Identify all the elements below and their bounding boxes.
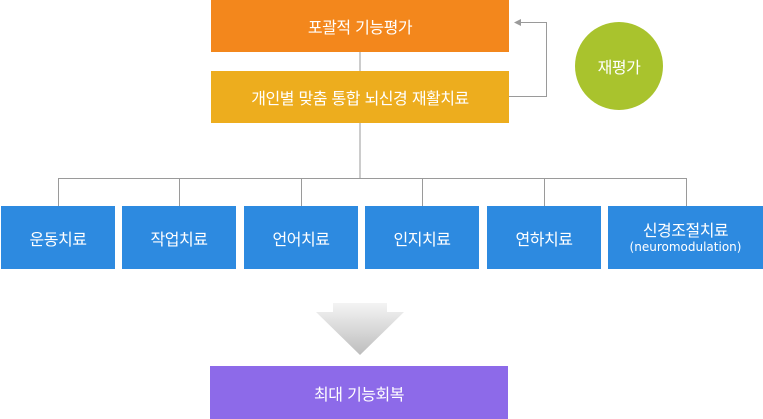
result-label: 최대 기능회복: [314, 384, 404, 404]
down-arrow-icon: [316, 303, 404, 355]
therapy-label: 작업치료: [150, 229, 208, 249]
therapy-box-motor: 운동치료: [1, 206, 115, 269]
treatment-box: 개인별 맞춤 통합 뇌신경 재활치료: [211, 71, 509, 123]
therapy-label-group: 신경조절치료 (neuromodulation): [630, 221, 742, 254]
therapy-sublabel: (neuromodulation): [629, 240, 742, 254]
therapy-box-dysphagia: 연하치료: [487, 206, 601, 269]
feedback-arrowhead: [514, 19, 521, 26]
therapy-box-speech: 언어치료: [244, 206, 358, 269]
reevaluation-circle: 재평가: [575, 22, 663, 110]
assessment-label: 포괄적 기능평가: [307, 18, 413, 37]
therapy-label: 인지치료: [393, 229, 451, 249]
therapy-box-neuromodulation: 신경조절치료 (neuromodulation): [608, 206, 763, 269]
reevaluation-label: 재평가: [597, 58, 641, 77]
assessment-box: 포괄적 기능평가: [211, 0, 509, 52]
therapy-label: 운동치료: [29, 229, 87, 249]
therapy-label: 언어치료: [272, 229, 330, 249]
therapy-label: 신경조절치료: [642, 221, 729, 240]
therapy-box-cognitive: 인지치료: [365, 206, 479, 269]
result-box: 최대 기능회복: [210, 366, 508, 419]
treatment-label: 개인별 맞춤 통합 뇌신경 재활치료: [251, 89, 469, 108]
feedback-loop-line: [509, 22, 547, 97]
therapy-label: 연하치료: [515, 229, 573, 249]
therapy-box-occupational: 작업치료: [122, 206, 236, 269]
